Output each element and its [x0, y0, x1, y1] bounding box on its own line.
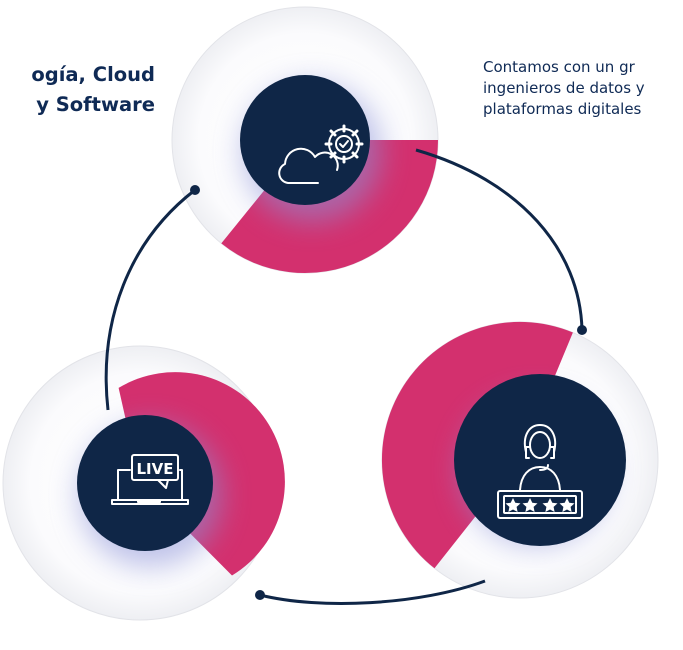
support-agent-rating-icon	[497, 424, 583, 519]
node-top	[171, 6, 439, 274]
connector-dot-bottom	[255, 590, 265, 600]
star-icon-3	[542, 498, 558, 512]
live-badge-label: LIVE	[137, 460, 174, 478]
star-icon-2	[522, 498, 538, 512]
heading-line-2: y Software	[36, 93, 155, 116]
star-icon-4	[559, 498, 575, 512]
connector-dot-left	[190, 185, 200, 195]
heading-line-1: ogía, Cloud	[31, 63, 155, 86]
connector-dot-right	[577, 325, 587, 335]
connector-left-top	[104, 188, 196, 411]
description-line-2: ingenieros de datos y	[483, 79, 645, 97]
node-right	[381, 321, 659, 599]
node-right-disc	[454, 374, 626, 546]
section-description: Contamos con un gr ingenieros de datos y…	[483, 57, 645, 120]
node-left	[2, 345, 285, 621]
connector-right-left	[259, 579, 486, 605]
node-left-disc	[77, 415, 213, 551]
section-heading: ogía, Cloud y Software	[31, 60, 155, 120]
description-line-3: plataformas digitales	[483, 100, 642, 118]
star-icon-1	[505, 498, 521, 512]
node-top-disc	[240, 75, 370, 205]
rating-stars	[505, 498, 575, 512]
cloud-gear-icon	[278, 124, 364, 184]
connector-top-right	[415, 148, 584, 331]
description-line-1: Contamos con un gr	[483, 58, 635, 76]
live-laptop-icon	[111, 454, 189, 505]
